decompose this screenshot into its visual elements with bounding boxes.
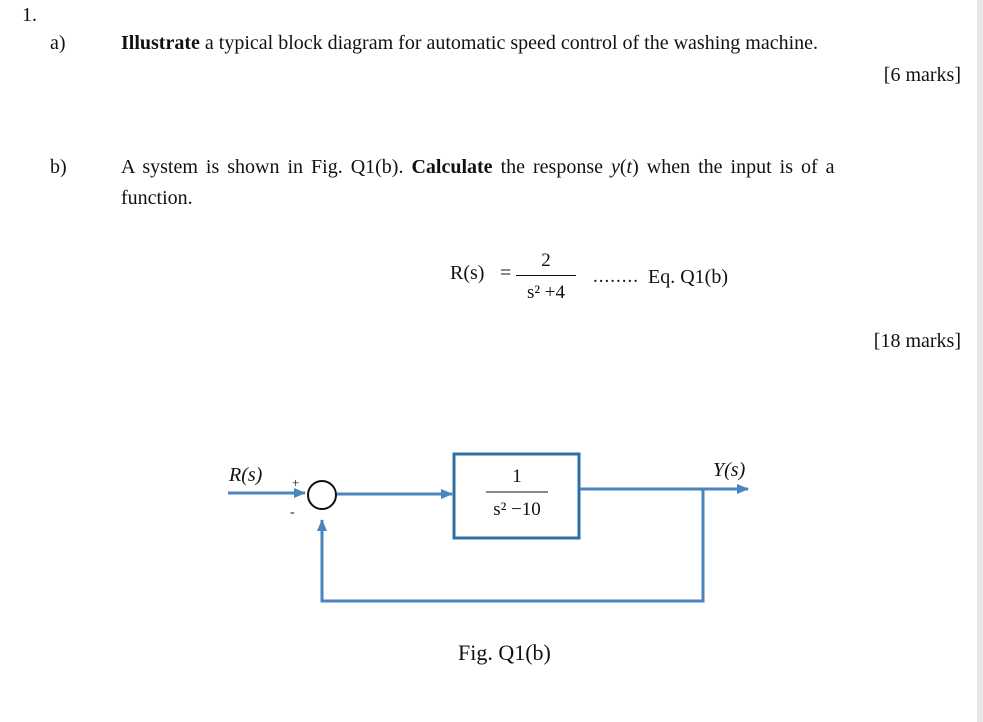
part-b-var-arg: t [626,156,633,178]
plus-sign: + [292,475,300,490]
equation-lhs: R(s) [450,262,485,284]
figure-caption: Fig. Q1(b) [458,640,551,665]
transfer-function-block [452,452,581,540]
question-number: 1. [22,4,37,26]
part-b-bold-word: Calculate [411,156,493,178]
part-b-marks: [18 marks] [873,330,961,352]
part-a-text: Illustrate a typical block diagram for a… [121,32,818,55]
equation-equals: = [500,262,512,284]
part-b-text-2: the response [500,156,603,178]
equation-ref: Eq. Q1(b) [648,266,728,288]
summing-junction [307,480,337,510]
tf-denominator: s² −10 [493,499,541,520]
part-b-var: y [610,156,620,178]
equation-fraction-bar [516,275,576,276]
tf-numerator: 1 [512,466,522,487]
minus-sign: - [290,505,295,520]
part-b-text-1: A system is shown in Fig. Q1(b). [121,156,404,178]
feedback-path [317,489,705,603]
input-label: R(s) [229,464,263,486]
part-b-var-open: ( [619,156,627,178]
equation-dots: ........ [593,266,639,287]
part-a-body: a typical block diagram for automatic sp… [204,32,819,54]
part-b-label: b) [50,156,67,178]
part-a-bold-word: Illustrate [121,32,200,54]
part-b-text: A system is shown in Fig. Q1(b). Calcula… [121,156,835,179]
part-b-text-3: when the input is of a [646,156,835,178]
part-b-var-close: ) [632,156,639,178]
part-b-line2: function. [121,187,193,209]
part-a-marks: [6 marks] [883,64,961,86]
scan-edge [977,0,983,722]
equation-numerator: 2 [541,250,551,271]
part-a-label: a) [50,32,66,54]
output-label: Y(s) [713,459,746,481]
equation-denominator: s² +4 [526,282,566,303]
